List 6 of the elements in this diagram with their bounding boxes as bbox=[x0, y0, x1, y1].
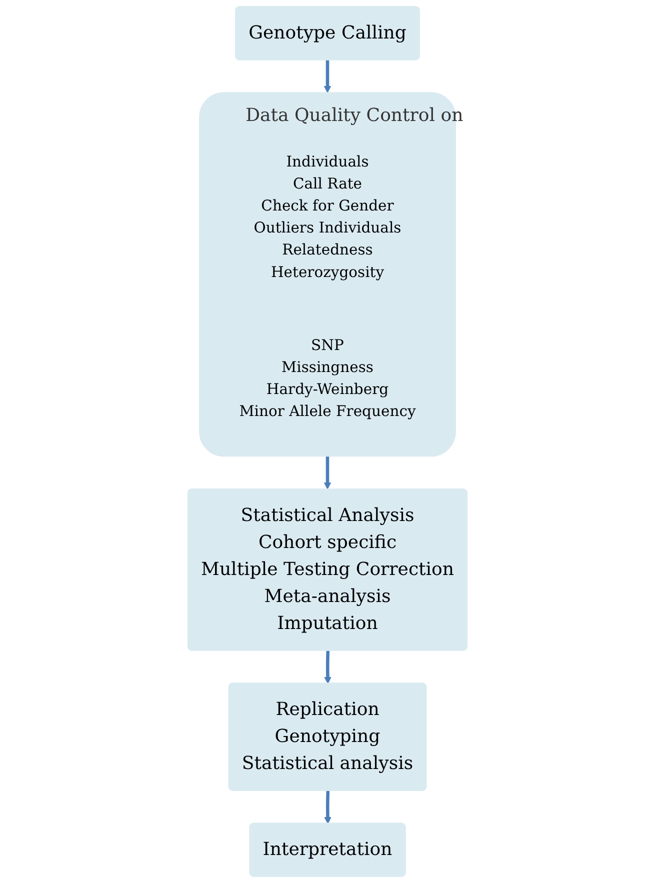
arrow bbox=[324, 456, 332, 490]
arrow bbox=[324, 650, 332, 684]
arrow bbox=[324, 790, 332, 824]
node-text: Individuals Call Rate Check for Gender Outliers Individuals Relatedness Heterozygosity bbox=[254, 153, 402, 281]
node-text: SNP Missingness Hardy-Weinberg Minor Allele Frequency bbox=[239, 336, 416, 420]
arrow bbox=[324, 60, 332, 93]
